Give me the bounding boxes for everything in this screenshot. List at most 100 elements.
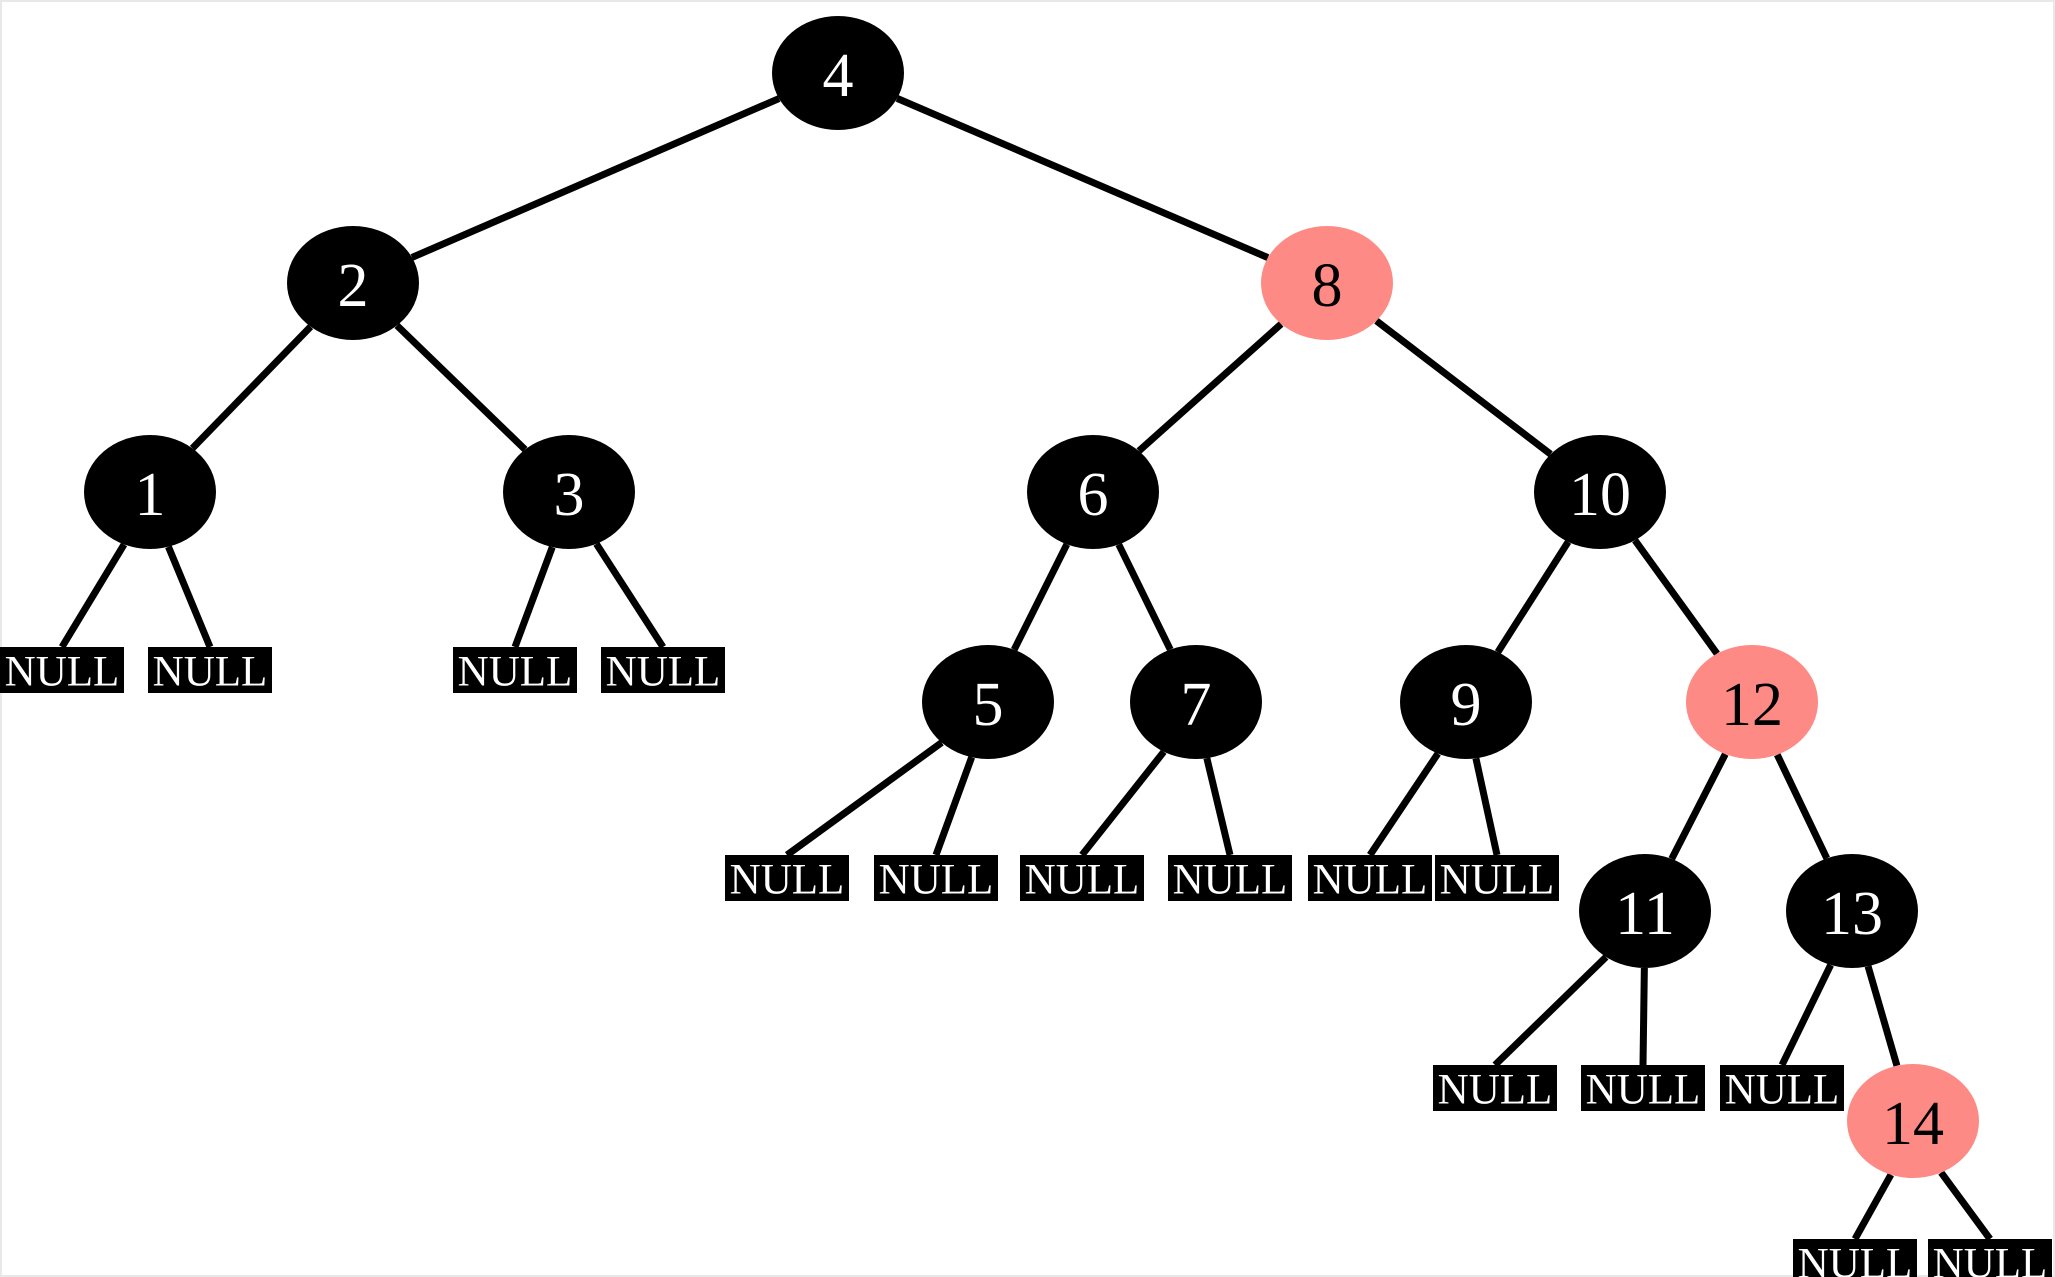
tree-edge bbox=[59, 542, 128, 649]
null-leaf-node: NULL bbox=[1168, 855, 1292, 904]
tree-edge bbox=[1367, 751, 1441, 857]
null-leaf-node: NULL bbox=[1020, 855, 1144, 904]
tree-edge bbox=[1864, 965, 1901, 1067]
tree-node-1[interactable]: 1 bbox=[84, 435, 216, 549]
tree-node-label: 1 bbox=[135, 461, 166, 529]
null-leaf-node: NULL bbox=[148, 647, 272, 696]
null-node-layer: NULL NULL NULL NULL NULL NULL NULL NULL NULL NULL… bbox=[0, 647, 2052, 1277]
black-node-circle[interactable] bbox=[1579, 854, 1711, 968]
tree-edge bbox=[1938, 1170, 1993, 1242]
null-leaf-label: NULL bbox=[1933, 1241, 2048, 1277]
tree-edge bbox=[1492, 954, 1609, 1068]
tree-node-label: 12 bbox=[1721, 671, 1783, 739]
tree-node-label: 2 bbox=[338, 252, 369, 320]
black-node-circle[interactable] bbox=[922, 645, 1054, 759]
tree-edge bbox=[1079, 749, 1167, 858]
null-leaf-node: NULL bbox=[1435, 855, 1559, 904]
null-leaf-label: NULL bbox=[1173, 857, 1288, 904]
tree-edge bbox=[1011, 542, 1070, 652]
null-leaf-box bbox=[725, 855, 849, 901]
null-leaf-node: NULL bbox=[0, 647, 124, 696]
tree-node-4[interactable]: 4 bbox=[772, 16, 904, 130]
tree-edge bbox=[1778, 963, 1834, 1067]
null-leaf-node: NULL bbox=[1720, 1065, 1844, 1114]
null-leaf-node: NULL bbox=[725, 855, 849, 904]
null-leaf-box bbox=[1928, 1239, 2052, 1277]
null-leaf-label: NULL bbox=[1438, 1067, 1553, 1114]
tree-edge bbox=[1632, 538, 1720, 656]
black-node-circle[interactable] bbox=[1027, 435, 1159, 549]
tree-node-label: 9 bbox=[1451, 671, 1482, 739]
tree-edge bbox=[1203, 757, 1234, 856]
null-leaf-label: NULL bbox=[879, 857, 994, 904]
edge-layer bbox=[59, 95, 1993, 1242]
tree-node-label: 10 bbox=[1569, 461, 1631, 529]
tree-node-label: 3 bbox=[554, 461, 585, 529]
tree-node-11[interactable]: 11 bbox=[1579, 854, 1711, 968]
tree-node-13[interactable]: 13 bbox=[1786, 854, 1918, 968]
black-node-circle[interactable] bbox=[772, 16, 904, 130]
tree-edge bbox=[189, 324, 314, 451]
red-node-circle[interactable] bbox=[1686, 645, 1818, 759]
tree-edge bbox=[1639, 967, 1648, 1066]
tree-node-label: 5 bbox=[973, 671, 1004, 739]
null-leaf-box bbox=[1168, 855, 1292, 901]
null-leaf-box bbox=[1793, 1239, 1917, 1277]
tree-node-12[interactable]: 12 bbox=[1686, 645, 1818, 759]
tree-edge bbox=[1472, 757, 1501, 856]
tree-edge bbox=[1494, 540, 1572, 654]
null-leaf-box bbox=[1581, 1065, 1705, 1111]
tree-node-5[interactable]: 5 bbox=[922, 645, 1054, 759]
tree-edge bbox=[1136, 321, 1284, 454]
black-node-circle[interactable] bbox=[287, 226, 419, 340]
null-leaf-box bbox=[601, 647, 725, 693]
null-leaf-node: NULL bbox=[1928, 1239, 2052, 1277]
tree-node-9[interactable]: 9 bbox=[1400, 645, 1532, 759]
null-leaf-node: NULL bbox=[1308, 855, 1432, 904]
tree-node-8[interactable]: 8 bbox=[1261, 226, 1393, 340]
null-leaf-node: NULL bbox=[1433, 1065, 1557, 1114]
black-node-circle[interactable] bbox=[1534, 435, 1666, 549]
tree-edge bbox=[593, 541, 666, 649]
tree-node-label: 14 bbox=[1882, 1090, 1944, 1158]
tree-node-label: 4 bbox=[823, 42, 854, 110]
tree-edge bbox=[932, 756, 975, 857]
tree-node-label: 13 bbox=[1821, 880, 1883, 948]
null-leaf-box bbox=[874, 855, 998, 901]
black-node-circle[interactable] bbox=[1130, 645, 1262, 759]
null-leaf-box bbox=[1435, 855, 1559, 901]
tree-node-7[interactable]: 7 bbox=[1130, 645, 1262, 759]
null-leaf-box bbox=[1308, 855, 1432, 901]
red-node-circle[interactable] bbox=[1847, 1064, 1979, 1178]
black-node-circle[interactable] bbox=[84, 435, 216, 549]
black-node-circle[interactable] bbox=[1786, 854, 1918, 968]
tree-node-2[interactable]: 2 bbox=[287, 226, 419, 340]
black-node-circle[interactable] bbox=[1400, 645, 1532, 759]
tree-edge bbox=[394, 323, 528, 452]
null-leaf-node: NULL bbox=[874, 855, 998, 904]
tree-node-label: 6 bbox=[1078, 461, 1109, 529]
red-node-circle[interactable] bbox=[1261, 226, 1393, 340]
tree-edge bbox=[895, 95, 1270, 261]
null-leaf-node: NULL bbox=[453, 647, 577, 696]
tree-node-6[interactable]: 6 bbox=[1027, 435, 1159, 549]
null-leaf-label: NULL bbox=[458, 649, 573, 696]
black-node-circle[interactable] bbox=[503, 435, 635, 549]
tree-node-3[interactable]: 3 bbox=[503, 435, 635, 549]
tree-node-10[interactable]: 10 bbox=[1534, 435, 1666, 549]
null-leaf-label: NULL bbox=[1440, 857, 1555, 904]
tree-edge bbox=[165, 545, 214, 649]
null-leaf-label: NULL bbox=[153, 649, 268, 696]
tree-node-14[interactable]: 14 bbox=[1847, 1064, 1979, 1178]
null-leaf-box bbox=[148, 647, 272, 693]
null-leaf-box bbox=[1020, 855, 1144, 901]
tree-edge bbox=[1851, 1173, 1894, 1241]
null-leaf-label: NULL bbox=[1313, 857, 1428, 904]
null-leaf-node: NULL bbox=[1793, 1239, 1917, 1277]
tree-edge bbox=[1374, 318, 1553, 457]
null-leaf-label: NULL bbox=[1025, 857, 1140, 904]
